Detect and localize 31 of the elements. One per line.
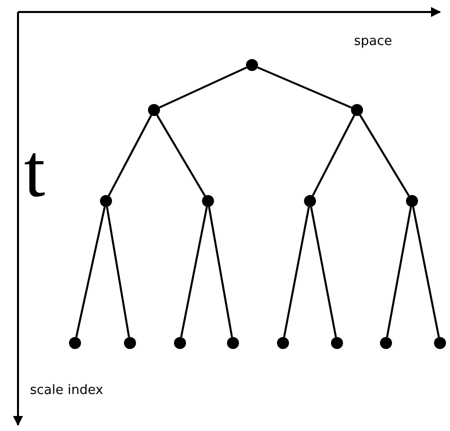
axis-label: scale index [30,383,104,398]
node-dot [380,337,392,349]
node-dot [246,59,258,71]
node-dot [331,337,343,349]
tree-edge [412,206,440,338]
tree-edge [283,206,310,338]
tree-edge [156,114,206,196]
tree-edge [310,206,337,338]
node-dot [277,337,289,349]
tree-edge [108,114,152,196]
node-dot [100,195,112,207]
node-dot [351,104,363,116]
tree-edge [106,206,130,338]
axis-label: space [354,34,392,49]
tree-edge [159,66,247,108]
node-dot [202,195,214,207]
tree-edge [312,114,356,196]
tree-edge [208,206,233,338]
axis-label: t [24,128,46,215]
tree-edge [75,206,106,338]
node-dot [304,195,316,207]
node-dot [124,337,136,349]
node-dot [227,337,239,349]
node-dot [69,337,81,349]
tree-edge [257,66,352,109]
node-dot [434,337,446,349]
node-dot [148,104,160,116]
node-dot [406,195,418,207]
tree-edge [359,114,410,196]
node-dot [174,337,186,349]
tree-edge [180,206,208,338]
